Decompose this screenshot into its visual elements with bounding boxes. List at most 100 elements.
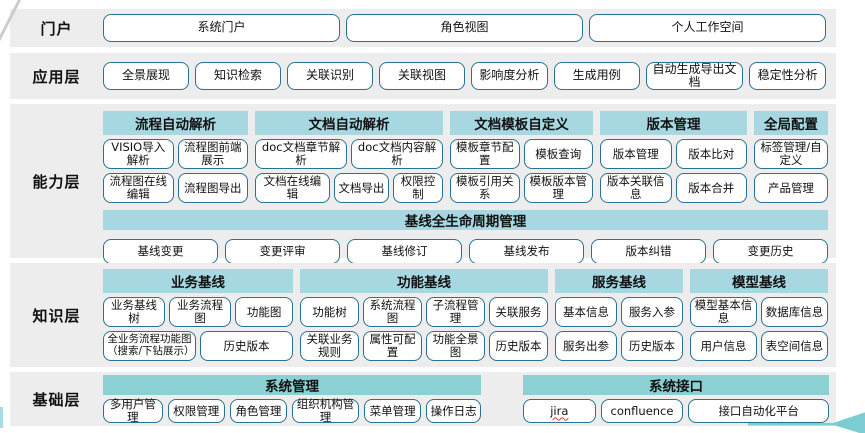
cap-item-flow-front-display: 流程图前端展示: [177, 139, 248, 169]
kn-item-basic-info: 基本信息: [555, 297, 617, 327]
kn-group-service-baseline: 服务基线 基本信息 服务入参 服务出参 历史版本: [555, 269, 683, 361]
app-item-3: 关联视图: [379, 62, 465, 90]
app-item-4: 影响度分析: [471, 62, 548, 90]
baseline-item-revision: 基线修订: [347, 239, 462, 264]
baseline-item-change: 基线变更: [103, 239, 218, 264]
baseline-item-change-review: 变更评审: [225, 239, 340, 264]
kn-item-service-input-params: 服务入参: [621, 297, 683, 327]
cap-item-version-relation-info: 版本关联信息: [600, 173, 672, 203]
application-items: 全景展现 知识检索 关联识别 关联视图 影响度分析 生成用例 自动生成导出文档 …: [103, 53, 836, 99]
portal-item-system-portal: 系统门户: [103, 14, 340, 42]
fd-item-jira: jira: [523, 399, 596, 423]
kn-group-service-baseline-header: 服务基线: [555, 269, 683, 293]
application-layer-label: 应用层: [32, 67, 81, 86]
kn-group-function-baseline-header: 功能基线: [300, 269, 548, 293]
cap-item-permission-control: 权限控制: [392, 173, 443, 203]
cap-group-global-config-row1: 标签管理/自定义: [754, 139, 828, 169]
knowledge-content: 业务基线 业务基线树 业务流程图 功能图 全业务流程功能图（搜索/下钻展示） 历…: [103, 263, 836, 367]
kn-item-full-business-flow-function-chart: 全业务流程功能图（搜索/下钻展示）: [103, 331, 196, 361]
cap-group-global-config-header: 全局配置: [754, 111, 828, 135]
left-edge-accent-bar: [0, 407, 3, 428]
fd-group-system-mgmt: 系统管理 多用户管理 权限管理 角色管理 组织机构管理 菜单管理 操作日志: [103, 375, 481, 423]
kn-group-model-baseline: 模型基线 模型基本信息 数据库信息 用户信息 表空间信息: [690, 269, 828, 361]
cap-group-version-mgmt-row1: 版本管理 版本比对: [600, 139, 747, 169]
cap-group-global-config: 全局配置 标签管理/自定义 产品管理: [754, 111, 828, 203]
cap-item-doc-export: 文档导出: [333, 173, 389, 203]
capability-content: 流程自动解析 VISIO导入解析 流程图前端展示 流程图在线编辑 流程图导出 文…: [103, 104, 836, 264]
cap-group-doc-template-header: 文档模板自定义: [450, 111, 593, 135]
application-layer-row: 应用层 全景展现 知识检索 关联识别 关联视图 影响度分析 生成用例 自动生成导…: [10, 53, 836, 99]
cap-item-doc-content-parse: doc文档内容解析: [351, 139, 443, 169]
fd-item-confluence: confluence: [600, 399, 684, 423]
kn-item-business-flow-chart: 业务流程图: [169, 297, 232, 327]
cap-item-doc-online-edit: 文档在线编辑: [255, 173, 330, 203]
cap-item-flow-export: 流程图导出: [177, 173, 248, 203]
knowledge-layer-label: 知识层: [32, 306, 81, 325]
cap-group-doc-template-row1: 模板章节配置 模板查询: [450, 139, 593, 169]
cap-group-doc-template: 文档模板自定义 模板章节配置 模板查询 模板引用关系 模板版本管理: [450, 111, 593, 203]
cap-item-template-query: 模板查询: [523, 139, 593, 169]
kn-group-model-baseline-header: 模型基线: [690, 269, 828, 293]
baseline-lifecycle-items: 基线变更 变更评审 基线修订 基线发布 版本纠错 变更历史: [103, 239, 828, 264]
kn-item-business-baseline-tree: 业务基线树: [103, 297, 166, 327]
kn-group-function-baseline-row2: 关联业务规则 属性可配置 功能全景图 历史版本: [300, 331, 548, 361]
app-item-0: 全景展现: [103, 62, 189, 90]
kn-group-service-baseline-row1: 基本信息 服务入参: [555, 297, 683, 327]
knowledge-layer-row: 知识层 业务基线 业务基线树 业务流程图 功能图 全业务流程功能图（搜索/下钻展…: [10, 263, 836, 367]
app-item-5: 生成用例: [553, 62, 640, 90]
cap-group-process-parse-row2: 流程图在线编辑 流程图导出: [103, 173, 248, 203]
cap-group-doc-parse-header: 文档自动解析: [255, 111, 443, 135]
fd-item-org-structure-mgmt: 组织机构管理: [292, 398, 360, 423]
fd-item-permission-mgmt: 权限管理: [167, 399, 225, 423]
capability-layer-row: 能力层 流程自动解析 VISIO导入解析 流程图前端展示 流程图在线编辑 流程图…: [10, 104, 836, 264]
kn-item-service-output-params: 服务出参: [555, 331, 617, 361]
foundation-content: 系统管理 多用户管理 权限管理 角色管理 组织机构管理 菜单管理 操作日志 系统…: [103, 372, 836, 426]
portal-layer-row: 门户 系统门户 角色视图 个人工作空间: [10, 9, 836, 47]
kn-item-function-panorama: 功能全景图: [426, 331, 485, 361]
fd-group-system-interface-header: 系统接口: [523, 375, 829, 395]
portal-item-role-view: 角色视图: [346, 14, 583, 42]
baseline-item-release: 基线发布: [469, 239, 584, 264]
app-item-7: 稳定性分析: [749, 62, 826, 90]
cap-item-version-mgmt: 版本管理: [600, 139, 672, 169]
foundation-layer-row: 基础层 系统管理 多用户管理 权限管理 角色管理 组织机构管理 菜单管理 操作日…: [10, 372, 836, 426]
kn-group-model-baseline-row2: 用户信息 表空间信息: [690, 331, 828, 361]
cap-group-doc-template-row2: 模板引用关系 模板版本管理: [450, 173, 593, 203]
cap-item-product-mgmt: 产品管理: [754, 173, 828, 203]
fd-group-system-interface: 系统接口 jira confluence 接口自动化平台: [523, 375, 829, 423]
kn-group-business-baseline-row1: 业务基线树 业务流程图 功能图: [103, 297, 293, 327]
kn-group-business-baseline-row2: 全业务流程功能图（搜索/下钻展示） 历史版本: [103, 331, 293, 361]
kn-group-business-baseline: 业务基线 业务基线树 业务流程图 功能图 全业务流程功能图（搜索/下钻展示） 历…: [103, 269, 293, 361]
fd-item-multi-user-mgmt: 多用户管理: [103, 398, 163, 423]
kn-item-related-business-rules: 关联业务规则: [300, 331, 359, 361]
kn-group-function-baseline-row1: 功能树 系统流程图 子流程管理 关联服务: [300, 297, 548, 327]
baseline-item-version-correction: 版本纠错: [591, 239, 706, 264]
cap-item-flow-online-edit: 流程图在线编辑: [103, 173, 174, 203]
baseline-lifecycle-header: 基线全生命周期管理: [103, 210, 828, 230]
kn-group-function-baseline: 功能基线 功能树 系统流程图 子流程管理 关联服务 关联业务规则 属性可配置 功…: [300, 269, 548, 361]
cap-group-process-parse-row1: VISIO导入解析 流程图前端展示: [103, 139, 248, 169]
cap-item-template-version-mgmt: 模板版本管理: [523, 173, 593, 203]
cap-item-template-reference: 模板引用关系: [450, 173, 520, 203]
cap-item-version-compare: 版本比对: [675, 139, 747, 169]
kn-item-system-flow-chart: 系统流程图: [363, 297, 422, 327]
cap-group-version-mgmt-row2: 版本关联信息 版本合并: [600, 173, 747, 203]
portal-items: 系统门户 角色视图 个人工作空间: [103, 9, 836, 47]
app-item-1: 知识检索: [195, 62, 281, 90]
fd-group-system-mgmt-items: 多用户管理 权限管理 角色管理 组织机构管理 菜单管理 操作日志: [103, 398, 481, 423]
cap-item-template-chapter-config: 模板章节配置: [450, 139, 520, 169]
cap-group-version-mgmt-header: 版本管理: [600, 111, 747, 135]
baseline-item-change-history: 变更历史: [713, 239, 828, 264]
kn-item-user-info: 用户信息: [690, 331, 757, 361]
cap-group-process-parse-header: 流程自动解析: [103, 111, 248, 135]
app-item-6: 自动生成导出文档: [645, 62, 744, 90]
fd-item-menu-mgmt: 菜单管理: [364, 399, 422, 423]
kn-item-subflow-mgmt: 子流程管理: [426, 297, 485, 327]
knowledge-groups: 业务基线 业务基线树 业务流程图 功能图 全业务流程功能图（搜索/下钻展示） 历…: [103, 269, 828, 361]
kn-item-history-version-business: 历史版本: [200, 331, 293, 361]
kn-item-history-version-service: 历史版本: [621, 331, 683, 361]
cap-item-doc-chapter-parse: doc文档章节解析: [255, 139, 347, 169]
kn-item-history-version-function: 历史版本: [489, 331, 548, 361]
cap-group-version-mgmt: 版本管理 版本管理 版本比对 版本关联信息 版本合并: [600, 111, 747, 203]
